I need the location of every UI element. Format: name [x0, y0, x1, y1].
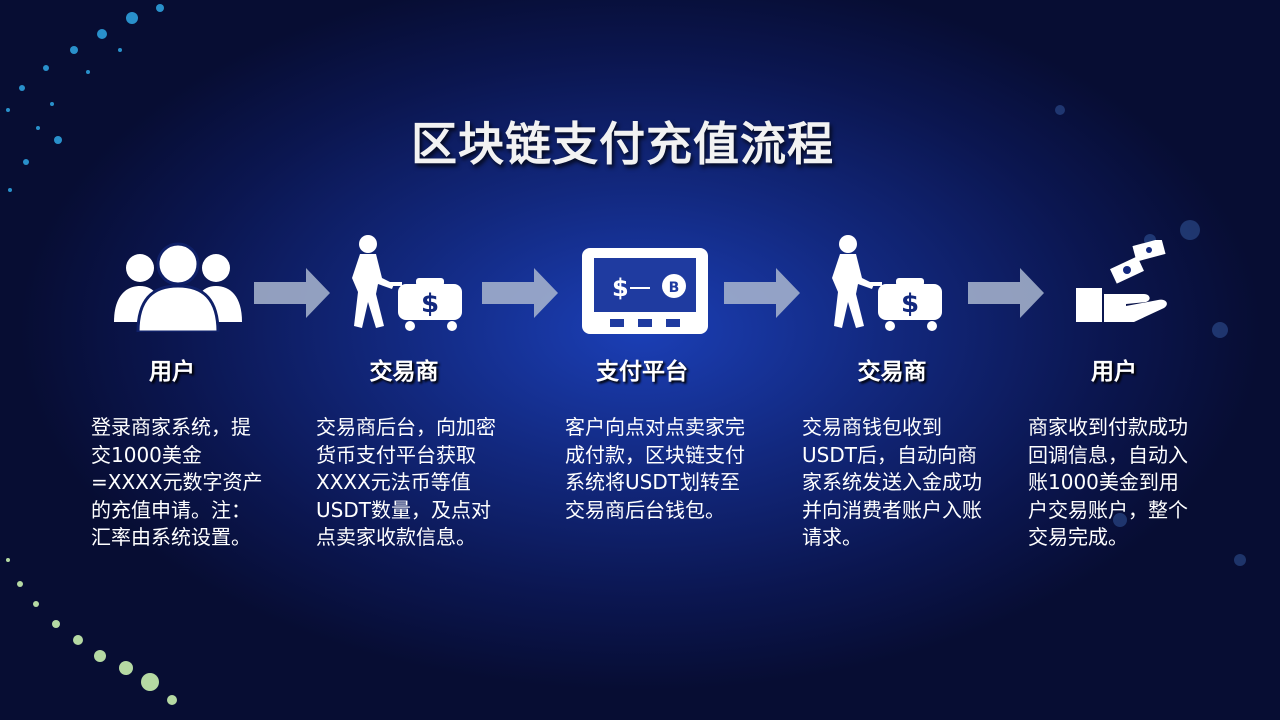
svg-text:$: $ [421, 289, 439, 319]
porter-with-cart-icon: $ [832, 235, 942, 331]
step-label: 用户 [1091, 359, 1137, 385]
svg-text:B: B [669, 280, 680, 296]
step-label: 交易商 [857, 359, 927, 385]
svg-text:$: $ [612, 274, 629, 302]
arrow-right-icon [968, 268, 1044, 318]
step-description: 交易商钱包收到USDT后，自动向商家系统发送入金成功并向消费者账户入账请求。 [802, 415, 982, 549]
svg-text:$: $ [901, 289, 919, 319]
payment-terminal-icon: $ B [582, 248, 708, 334]
step-description: 交易商后台，向加密货币支付平台获取XXXX元法币等值USDT数量，及点对点卖家收… [316, 415, 496, 549]
page-title: 区块链支付充值流程 [411, 117, 834, 171]
step-label: 用户 [149, 359, 195, 385]
arrow-right-icon [254, 268, 330, 318]
step-description: 商家收到付款成功回调信息，自动入账1000美金到用户交易账户，整个交易完成。 [1028, 415, 1188, 549]
arrow-right-icon [724, 268, 800, 318]
users-group-icon [114, 242, 242, 332]
step-label: 支付平台 [596, 359, 688, 385]
arrow-right-icon [482, 268, 558, 318]
step-label: 交易商 [369, 359, 439, 385]
step-description: 客户向点对点卖家完成付款，区块链支付系统将USDT划转至交易商后台钱包。 [565, 415, 745, 522]
step-description: 登录商家系统，提交1000美金=XXXX元数字资产的充值申请。注：汇率由系统设置… [91, 415, 263, 549]
money-in-hand-icon [1076, 240, 1167, 322]
porter-with-cart-icon: $ [352, 235, 462, 331]
